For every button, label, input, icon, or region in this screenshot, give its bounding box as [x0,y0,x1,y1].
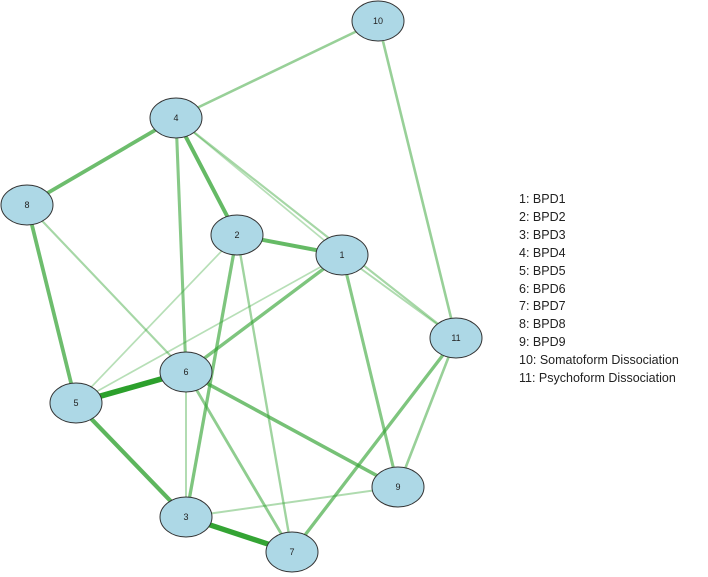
legend-item-8: 8: BPD8 [519,317,566,332]
node-7-label: 7 [289,547,294,557]
edges-layer [25,19,458,555]
legend-item-7: 7: BPD7 [519,299,566,314]
edge-10-11 [376,19,458,340]
node-4: 4 [149,97,203,139]
edge-4-10 [174,19,380,120]
node-10-ellipse [351,0,405,42]
node-1: 1 [315,234,369,276]
node-1-label: 1 [339,250,344,260]
node-11-label: 11 [451,333,460,343]
node-9-ellipse [371,466,425,508]
edge-5-2 [75,234,238,404]
node-5: 5 [49,382,103,424]
node-2-ellipse [210,214,264,256]
edge-11-9 [396,336,458,489]
edge-2-4 [174,116,239,237]
node-4-ellipse [149,97,203,139]
node-8-ellipse [0,184,54,226]
node-legend: 1: BPD1 2: BPD2 3: BPD3 4: BPD4 5: BPD5 … [519,191,679,388]
edge-6-9 [184,370,400,489]
node-6: 6 [159,351,213,393]
edge-3-9 [185,486,399,518]
edge-8-6 [25,203,188,374]
node-8-label: 8 [24,200,29,210]
edge-5-3 [73,400,189,520]
nodes-layer: 1 2 3 4 5 6 7 8 9 10 11 [0,0,483,573]
legend-item-9: 9: BPD9 [519,335,566,350]
edge-5-1 [75,254,343,404]
edge-2-7 [235,233,294,554]
legend-item-1: 1: BPD1 [519,192,566,206]
node-9-label: 9 [395,482,400,492]
edge-4-1 [175,117,343,256]
edge-4-6 [174,116,188,374]
node-10: 10 [351,0,405,42]
legend-item-10: 10: Somatoform Dissociation [519,353,679,368]
legend-item-3: 3: BPD3 [519,227,566,242]
node-3-ellipse [159,496,213,538]
node-6-label: 6 [183,367,188,377]
node-7: 7 [265,531,319,573]
legend-item-4: 4: BPD4 [519,245,566,260]
node-3: 3 [159,496,213,538]
legend-item-11: 11: Psychoform Dissociation [519,371,676,386]
node-5-label: 5 [73,398,78,408]
node-7-ellipse [265,531,319,573]
edge-6-7 [184,370,294,554]
legend-item-2: 2: BPD2 [519,209,566,224]
node-10-label: 10 [373,16,383,26]
node-5-ellipse [49,382,103,424]
edge-4-11 [174,116,458,340]
edge-11-7 [290,336,458,554]
node-2-label: 2 [234,230,239,240]
legend-item-5: 5: BPD5 [519,263,566,278]
node-3-label: 3 [183,512,188,522]
node-6-ellipse [159,351,213,393]
node-11: 11 [429,317,483,359]
edge-4-8 [25,116,178,207]
edge-1-9 [340,253,400,489]
node-11-ellipse [429,317,483,359]
edge-6-1 [184,253,344,374]
legend-item-6: 6: BPD6 [519,281,566,296]
node-8: 8 [0,184,54,226]
node-9: 9 [371,466,425,508]
node-2: 2 [210,214,264,256]
edge-8-5 [25,203,78,405]
node-4-label: 4 [173,113,178,123]
node-1-ellipse [315,234,369,276]
